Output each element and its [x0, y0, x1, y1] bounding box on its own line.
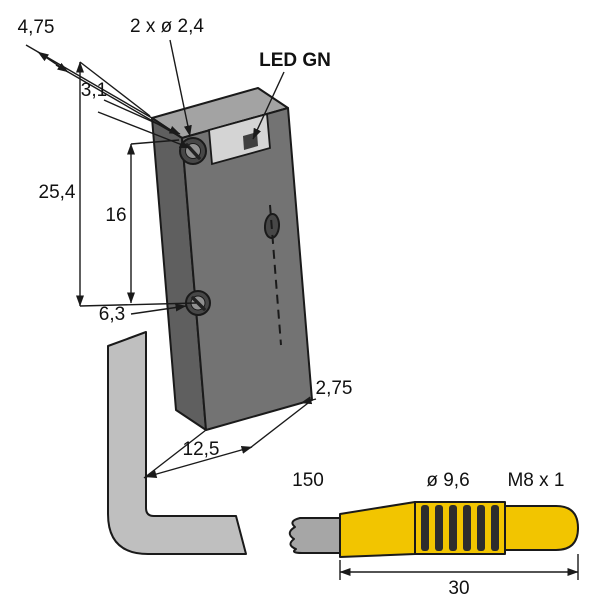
label-led: LED GN	[259, 50, 331, 71]
dimension-hole-edge-offset	[97, 99, 191, 149]
label-cable-diameter: ø 9,6	[426, 470, 469, 491]
label-hole-spacing: 16	[105, 205, 126, 226]
mount-holes-leader	[169, 39, 192, 137]
label-lower-hole-offset: 6,3	[99, 304, 125, 325]
label-mount-holes: 2 x ø 2,4	[130, 16, 204, 37]
connector-boot	[339, 501, 416, 558]
label-top-depth: 4,75	[18, 17, 55, 38]
label-connector-thread: M8 x 1	[507, 470, 564, 491]
sensor-body	[151, 87, 313, 431]
cable-stub	[288, 517, 341, 554]
connector-tip	[504, 505, 579, 551]
flat-cable-band	[107, 331, 247, 555]
label-body-thickness: 2,75	[316, 378, 353, 399]
mounting-hole-top	[179, 137, 207, 165]
dimension-body-width	[143, 399, 313, 479]
centerline	[269, 204, 282, 346]
led-leader	[252, 71, 285, 140]
label-cable-length: 150	[292, 470, 324, 491]
thickness-leader	[300, 396, 317, 405]
connector-ribs	[421, 505, 499, 551]
label-body-width: 12,5	[183, 439, 220, 460]
label-body-height: 25,4	[39, 182, 76, 203]
lower-hole-leader	[130, 303, 187, 315]
label-hole-edge-offset: 3,1	[81, 80, 107, 101]
led-window	[208, 112, 271, 166]
dimension-body-height	[76, 61, 197, 307]
dimension-connector-length	[339, 554, 579, 580]
m8-connector	[339, 501, 579, 558]
label-connector-length: 30	[448, 578, 469, 599]
